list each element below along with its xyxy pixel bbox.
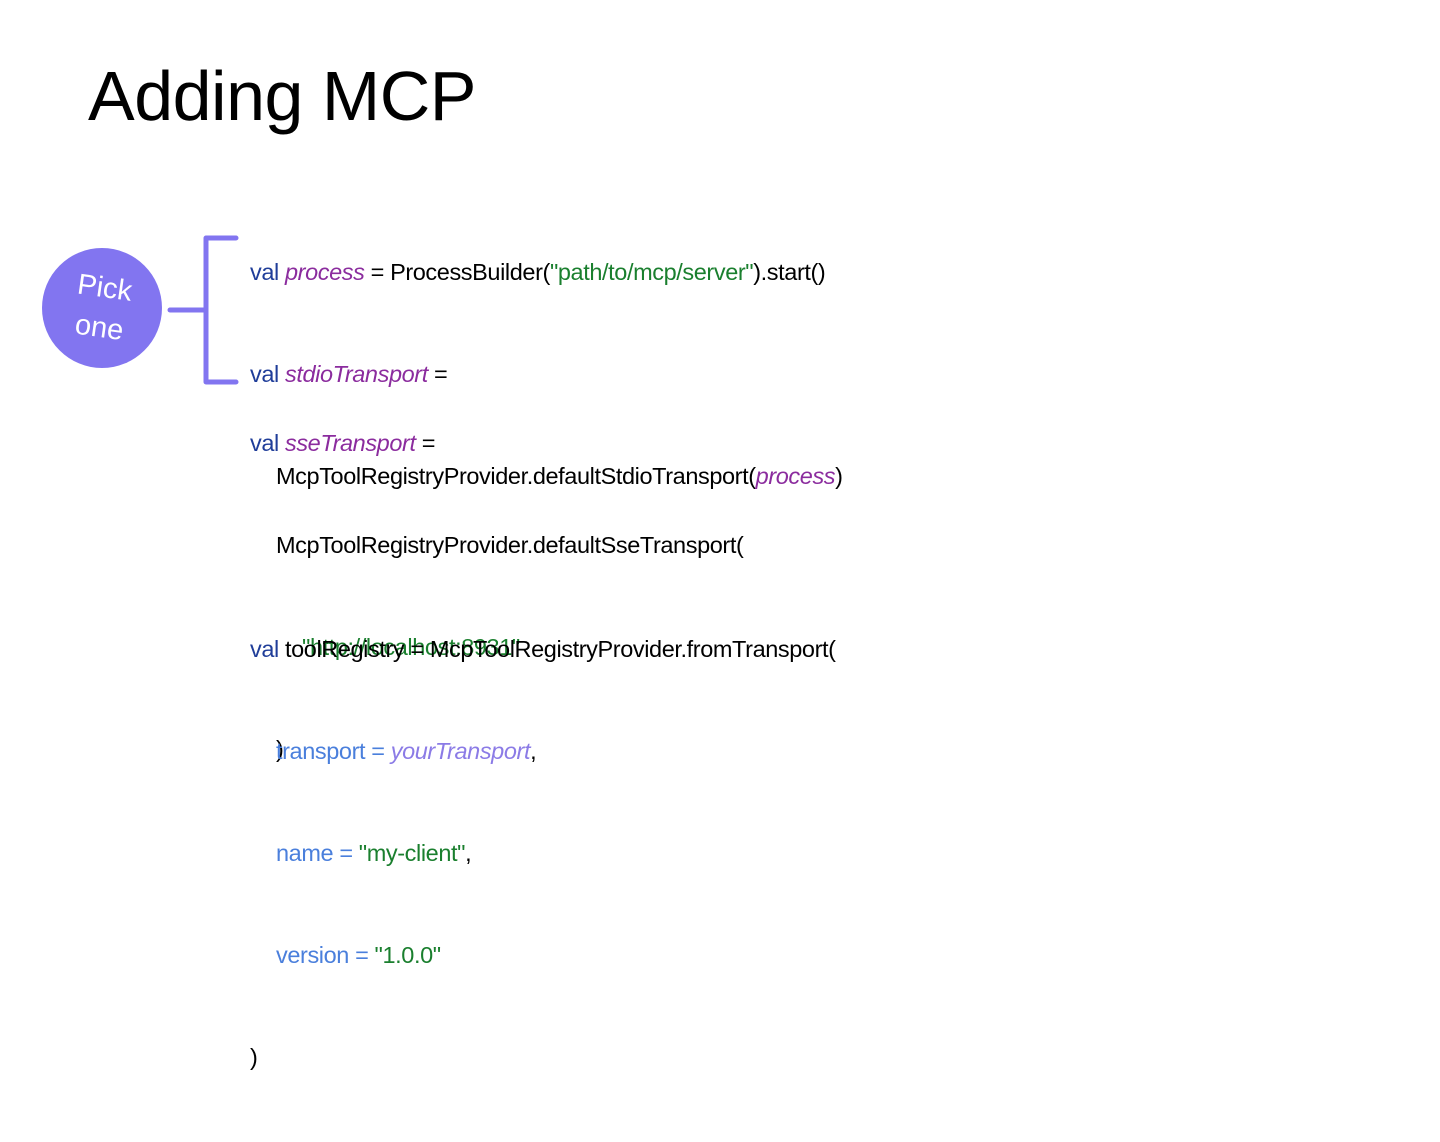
code-text: = ProcessBuilder( (364, 259, 551, 285)
badge-label-line2: one (73, 308, 126, 348)
code-text: = (415, 430, 436, 456)
code-line: McpToolRegistryProvider.defaultStdioTran… (250, 459, 843, 493)
code-line: version = "1.0.0" (250, 938, 836, 972)
code-variable: process (755, 463, 836, 489)
code-string: "path/to/mcp/server" (549, 259, 754, 285)
code-line: ) (250, 732, 743, 766)
code-variable: sseTransport (284, 430, 416, 456)
code-string: "my-client" (358, 840, 466, 866)
code-parameter: transport = (276, 738, 391, 764)
code-text: ) (276, 736, 284, 762)
code-line: val sseTransport = (250, 426, 743, 460)
code-parameter-value: yourTransport (390, 738, 531, 764)
code-block-registry: val toolRegistry = McpToolRegistryProvid… (250, 564, 836, 1142)
code-text: McpToolRegistryProvider.defaultStdioTran… (276, 463, 756, 489)
code-line: name = "my-client", (250, 836, 836, 870)
code-line: val stdioTransport = (250, 357, 843, 391)
code-line: "http://localhost:8931" (250, 630, 743, 664)
code-block-stdio: val process = ProcessBuilder("path/to/mc… (250, 187, 843, 561)
slide-title: Adding MCP (88, 57, 476, 135)
code-parameter: name = (276, 840, 359, 866)
code-text: ) (835, 463, 843, 489)
badge-label: Pick one (34, 240, 170, 376)
code-string: "http://localhost:8931" (302, 634, 520, 660)
code-parameter: version = (276, 942, 375, 968)
code-line: ) (250, 1040, 836, 1074)
code-keyword: val (250, 430, 279, 456)
code-text: , (530, 738, 537, 764)
code-line: val process = ProcessBuilder("path/to/mc… (250, 255, 843, 289)
code-keyword: val (250, 636, 279, 662)
code-text: = (427, 361, 448, 387)
code-text: ).start() (753, 259, 826, 285)
pick-one-badge: Pick one (42, 248, 162, 368)
code-line: val toolRegistry = McpToolRegistryProvid… (250, 632, 836, 666)
code-string: "1.0.0" (374, 942, 442, 968)
code-line: transport = yourTransport, (250, 734, 836, 768)
code-text: , (465, 840, 472, 866)
slide: Adding MCP Pick one val process = Proces… (42, 57, 843, 1070)
code-keyword: val (250, 361, 279, 387)
code-text: ) (250, 1044, 258, 1070)
code-line: McpToolRegistryProvider.defaultSseTransp… (250, 528, 744, 562)
code-keyword: val (250, 259, 279, 285)
code-block-sse: val sseTransport = McpToolRegistryProvid… (250, 358, 744, 834)
code-variable: process (284, 259, 365, 285)
bracket-connector (167, 235, 239, 385)
code-text: McpToolRegistryProvider.defaultSseTransp… (276, 532, 744, 558)
code-text: toolRegistry = McpToolRegistryProvider.f… (278, 636, 836, 662)
code-variable: stdioTransport (284, 361, 428, 387)
